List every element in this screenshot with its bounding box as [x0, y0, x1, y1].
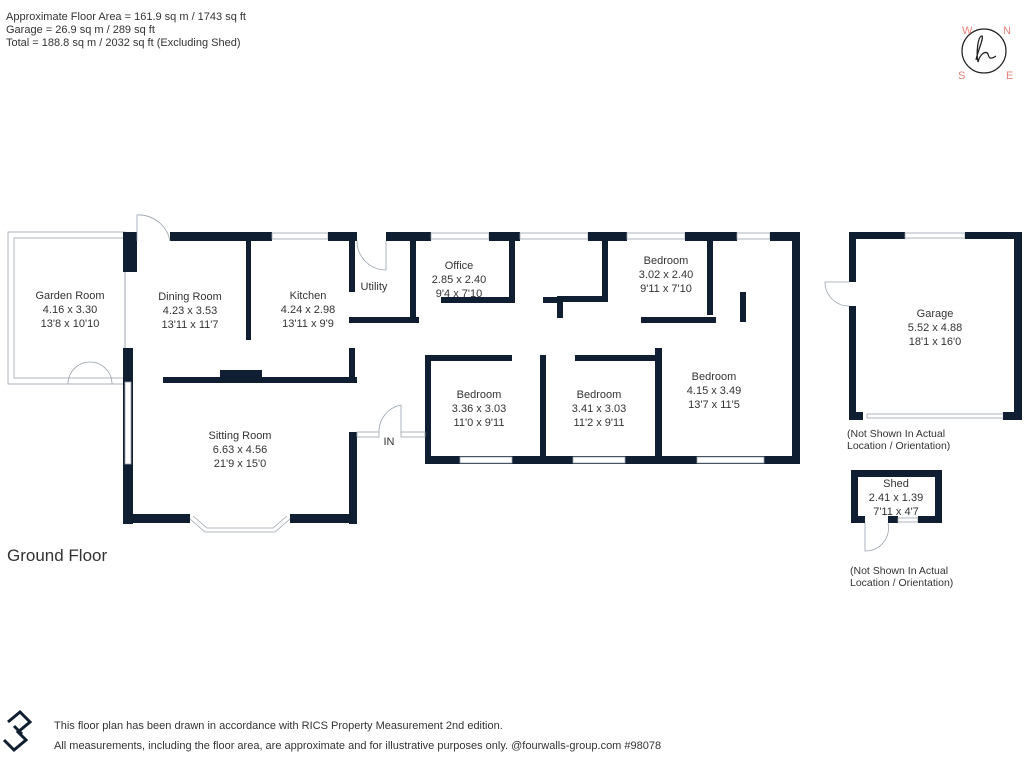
room-name: Bedroom — [692, 371, 737, 383]
floor-area-text: Approximate Floor Area = 161.9 sq m / 17… — [6, 11, 246, 23]
room-metric: 4.23 x 3.53 — [163, 305, 217, 317]
room-utility: Utility — [361, 281, 388, 293]
fourwalls-logo-icon — [2, 709, 33, 753]
room-name: Bedroom — [577, 389, 622, 401]
floor-label: Ground Floor — [7, 546, 108, 565]
room-imperial: 13'11 x 9'9 — [282, 318, 334, 330]
compass-s: S — [958, 70, 965, 82]
room-metric: 4.16 x 3.30 — [43, 304, 97, 316]
room-garden: Garden Room 4.16 x 3.30 13'8 x 10'10 — [35, 290, 104, 330]
room-metric: 3.36 x 3.03 — [452, 403, 506, 415]
compass-w: W — [962, 25, 973, 37]
room-imperial: 13'7 x 11'5 — [688, 399, 740, 411]
compass-n: N — [1003, 25, 1011, 37]
room-imperial: 11'0 x 9'11 — [454, 417, 505, 429]
room-name: Shed — [883, 478, 909, 490]
room-bedroom-1: Bedroom 3.02 x 2.40 9'11 x 7'10 — [639, 255, 693, 295]
compass-logo: W N S E — [958, 25, 1013, 82]
area-summary: Approximate Floor Area = 161.9 sq m / 17… — [6, 11, 246, 50]
room-name: Sitting Room — [209, 430, 272, 442]
room-dining: Dining Room 4.23 x 3.53 13'11 x 11'7 — [158, 291, 222, 331]
room-imperial: 18'1 x 16'0 — [909, 336, 962, 348]
room-name: Utility — [361, 281, 388, 293]
room-kitchen: Kitchen 4.24 x 2.98 13'11 x 9'9 — [281, 290, 335, 330]
total-area-text: Total = 188.8 sq m / 2032 sq ft (Excludi… — [6, 37, 241, 49]
room-imperial: 13'11 x 11'7 — [161, 319, 218, 331]
garage-note-line1: (Not Shown In Actual — [847, 428, 945, 440]
room-metric: 2.41 x 1.39 — [869, 492, 923, 504]
entrance-label: IN — [384, 436, 395, 448]
main-walls — [123, 214, 800, 533]
room-bedroom-3: Bedroom 3.41 x 3.03 11'2 x 9'11 — [572, 389, 626, 429]
room-name: Bedroom — [457, 389, 502, 401]
shed-note-line2: Location / Orientation) — [850, 577, 953, 589]
room-bedroom-4: Bedroom 4.15 x 3.49 13'7 x 11'5 — [687, 371, 741, 411]
room-metric: 3.41 x 3.03 — [572, 403, 626, 415]
room-name: Garden Room — [35, 290, 104, 302]
room-name: Dining Room — [158, 291, 222, 303]
room-name: Kitchen — [290, 290, 327, 302]
room-shed: Shed 2.41 x 1.39 7'11 x 4'7 — [869, 478, 923, 518]
garage-area-text: Garage = 26.9 sq m / 289 sq ft — [6, 24, 155, 36]
room-metric: 2.85 x 2.40 — [432, 274, 486, 286]
room-imperial: 21'9 x 15'0 — [214, 458, 267, 470]
room-imperial: 7'11 x 4'7 — [873, 506, 919, 518]
room-imperial: 9'11 x 7'10 — [640, 283, 692, 295]
room-name: Office — [445, 260, 474, 272]
room-metric: 5.52 x 4.88 — [908, 322, 962, 334]
garage-walls — [824, 232, 1022, 420]
shed-note-line1: (Not Shown In Actual — [850, 565, 948, 577]
room-name: Bedroom — [644, 255, 689, 267]
room-metric: 3.02 x 2.40 — [639, 269, 693, 281]
garage-note-line2: Location / Orientation) — [847, 440, 950, 452]
room-metric: 4.24 x 2.98 — [281, 304, 335, 316]
footer-disclaimer: This floor plan has been drawn in accord… — [54, 716, 661, 756]
shed-walls — [851, 470, 942, 552]
room-imperial: 11'2 x 9'11 — [574, 417, 625, 429]
room-imperial: 9'4 x 7'10 — [436, 288, 482, 300]
footer-line-2: All measurements, including the floor ar… — [54, 740, 662, 752]
room-bedroom-2: Bedroom 3.36 x 3.03 11'0 x 9'11 — [452, 389, 506, 429]
room-metric: 4.15 x 3.49 — [687, 385, 741, 397]
room-imperial: 13'8 x 10'10 — [41, 318, 100, 330]
room-metric: 6.63 x 4.56 — [213, 444, 267, 456]
room-sitting: Sitting Room 6.63 x 4.56 21'9 x 15'0 — [209, 430, 272, 470]
room-name: Garage — [917, 308, 954, 320]
room-office: Office 2.85 x 2.40 9'4 x 7'10 — [432, 260, 486, 300]
garden-room-walls — [7, 231, 126, 385]
room-garage: Garage 5.52 x 4.88 18'1 x 16'0 — [908, 308, 962, 348]
compass-e: E — [1006, 70, 1013, 82]
footer-line-1: This floor plan has been drawn in accord… — [54, 720, 503, 732]
